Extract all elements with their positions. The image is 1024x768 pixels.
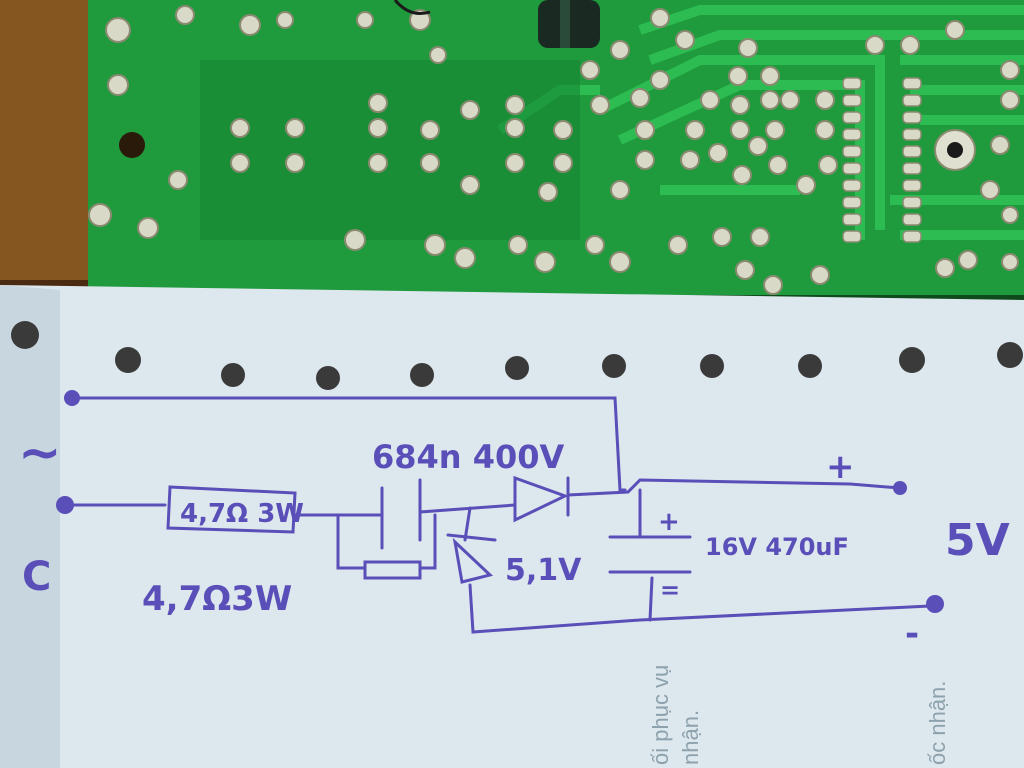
output-cap-label: 16V 470uF [705, 533, 849, 561]
terminal-dots [56, 390, 944, 613]
resistor-symbol [166, 485, 297, 534]
mounting-hole [119, 132, 145, 158]
capacitor-label: 684n 400V [372, 438, 565, 476]
printed-text-2: nhận. [678, 710, 703, 765]
cap-minus-sign: = [660, 576, 680, 604]
rectifier-diode [513, 475, 569, 523]
table-light-patch [0, 0, 90, 280]
cap-plus-sign: + [658, 507, 680, 537]
output-voltage-label: 5V [945, 515, 1010, 566]
pcb-board [88, 0, 1024, 305]
zener-label: 5,1V [505, 553, 582, 588]
resistor-box-label: 4,7Ω 3W [180, 499, 304, 529]
printed-text-3: ốc nhận. [925, 681, 950, 765]
left-mark: C [22, 554, 51, 600]
printed-text-1: ối phục vụ [648, 665, 673, 765]
resistor-label: 4,7Ω3W [142, 579, 292, 619]
output-minus-sign: - [905, 614, 919, 654]
zener-diode [452, 537, 494, 584]
small-resistor-symbol [363, 560, 422, 580]
schematic-wires [63, 396, 932, 634]
paper-sheet [0, 285, 1024, 768]
ac-symbol: ~ [18, 423, 62, 483]
output-plus-sign: + [826, 447, 855, 487]
